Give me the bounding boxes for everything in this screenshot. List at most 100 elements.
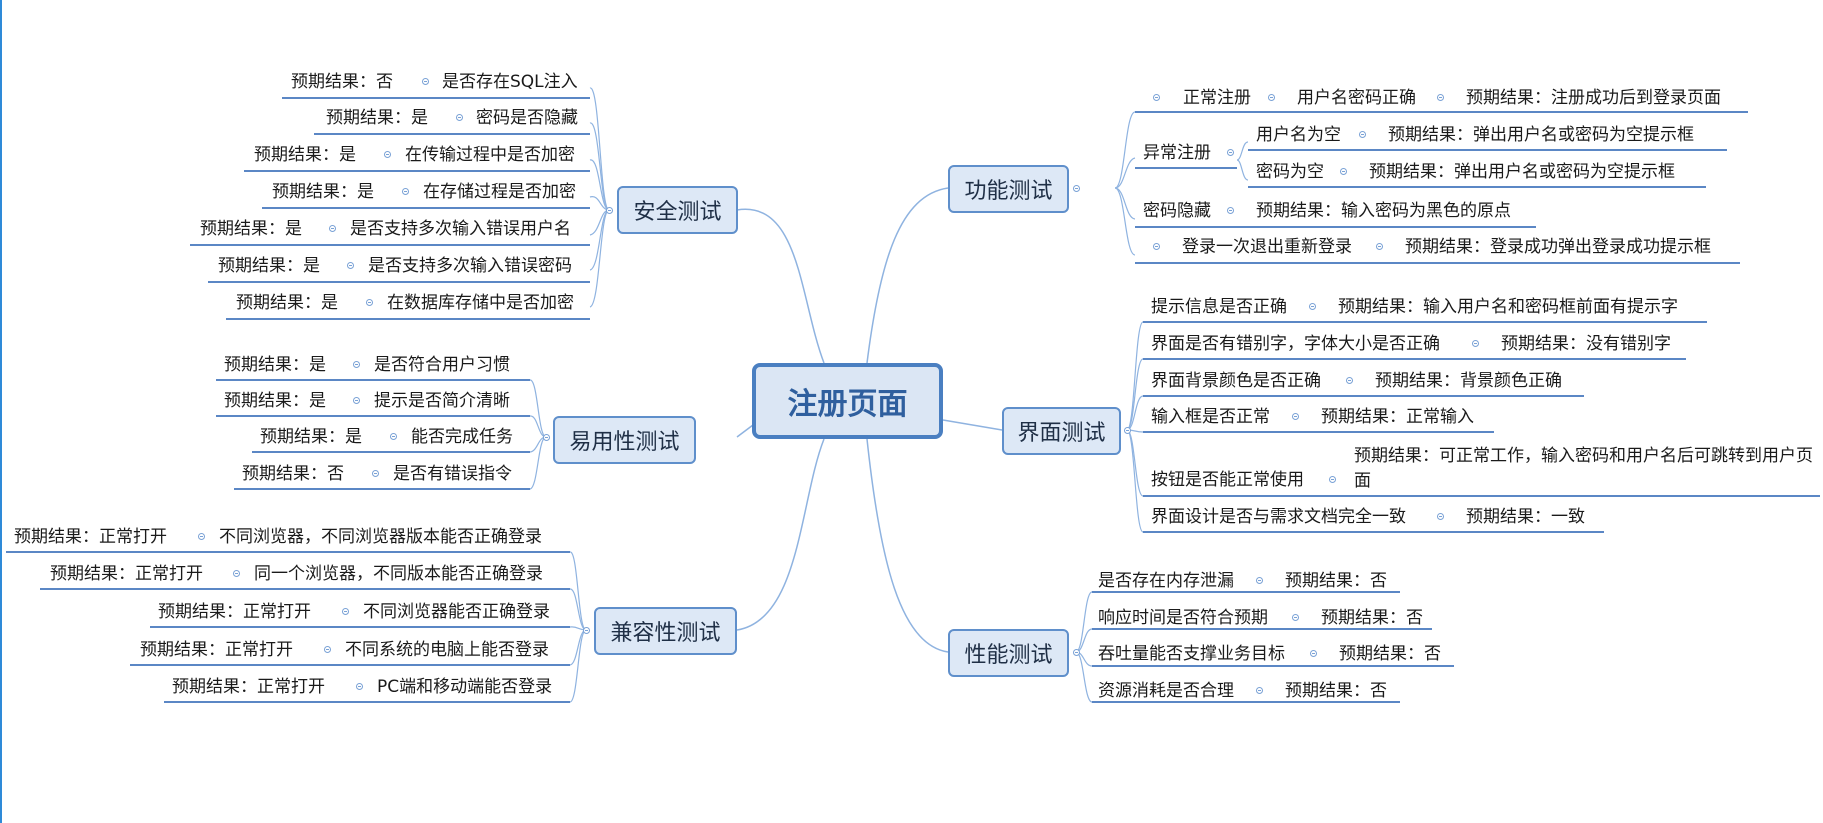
compat-item-4: PC端和移动端能否登录 — [377, 677, 553, 697]
security-item-0: 是否存在SQL注入 — [442, 72, 578, 92]
collapse-toggle-icon[interactable] — [324, 646, 331, 653]
collapse-toggle-icon[interactable] — [390, 433, 397, 440]
security-result-0: 预期结果：否 — [291, 72, 393, 92]
collapse-toggle-icon[interactable] — [456, 114, 463, 121]
collapse-toggle-icon[interactable] — [1472, 340, 1479, 347]
collapse-toggle-icon[interactable] — [1309, 303, 1316, 310]
performance-item-3: 资源消耗是否合理 — [1098, 681, 1234, 701]
collapse-toggle-icon[interactable] — [366, 299, 373, 306]
collapse-toggle-icon[interactable] — [606, 207, 613, 214]
collapse-toggle-icon[interactable] — [1227, 207, 1234, 214]
collapse-toggle-icon[interactable] — [384, 151, 391, 158]
collapse-toggle-icon[interactable] — [1376, 243, 1383, 250]
function-relogin-result: 预期结果：登录成功弹出登录成功提示框 — [1405, 237, 1711, 257]
collapse-toggle-icon[interactable] — [1359, 131, 1366, 138]
performance-result-3: 预期结果：否 — [1285, 681, 1387, 701]
function-hide-result: 预期结果：输入密码为黑色的原点 — [1256, 201, 1511, 221]
window-left-edge — [0, 0, 2, 823]
performance-item-0: 是否存在内存泄漏 — [1098, 571, 1234, 591]
collapse-toggle-icon[interactable] — [1268, 94, 1275, 101]
usability-result-3: 预期结果：否 — [242, 464, 344, 484]
collapse-toggle-icon[interactable] — [1124, 427, 1131, 434]
interface-item-1: 界面是否有错别字，字体大小是否正确 — [1151, 334, 1440, 354]
collapse-toggle-icon[interactable] — [1292, 614, 1299, 621]
interface-item-5: 界面设计是否与需求文档完全一致 — [1151, 507, 1406, 527]
function-normal-label: 正常注册 — [1183, 88, 1251, 108]
root-node[interactable]: 注册页面 — [752, 363, 943, 439]
compat-result-4: 预期结果：正常打开 — [172, 677, 325, 697]
collapse-toggle-icon[interactable] — [1340, 168, 1347, 175]
usability-item-3: 是否有错误指令 — [393, 464, 512, 484]
collapse-toggle-icon[interactable] — [356, 683, 363, 690]
collapse-toggle-icon[interactable] — [1292, 413, 1299, 420]
collapse-toggle-icon[interactable] — [422, 78, 429, 85]
branch-function[interactable]: 功能测试 — [948, 165, 1069, 213]
function-abnormal-item-1: 密码为空 — [1256, 162, 1324, 182]
compat-item-3: 不同系统的电脑上能否登录 — [345, 640, 549, 660]
collapse-toggle-icon[interactable] — [372, 470, 379, 477]
security-item-5: 是否支持多次输入错误密码 — [368, 256, 572, 276]
interface-item-0: 提示信息是否正确 — [1151, 297, 1287, 317]
compat-result-2: 预期结果：正常打开 — [158, 602, 311, 622]
collapse-toggle-icon[interactable] — [1256, 687, 1263, 694]
compat-item-2: 不同浏览器能否正确登录 — [363, 602, 550, 622]
collapse-toggle-icon[interactable] — [1073, 185, 1080, 192]
interface-result-3: 预期结果：正常输入 — [1321, 407, 1474, 427]
function-normal-result: 预期结果：注册成功后到登录页面 — [1466, 88, 1721, 108]
interface-result-2: 预期结果：背景颜色正确 — [1375, 371, 1562, 391]
security-result-4: 预期结果：是 — [200, 219, 302, 239]
function-hide-label: 密码隐藏 — [1143, 201, 1211, 221]
usability-item-0: 是否符合用户习惯 — [374, 355, 510, 375]
collapse-toggle-icon[interactable] — [1227, 149, 1234, 156]
function-relogin-label: 登录一次退出重新登录 — [1182, 237, 1352, 257]
collapse-toggle-icon[interactable] — [347, 262, 354, 269]
collapse-toggle-icon[interactable] — [1073, 649, 1080, 656]
collapse-toggle-icon[interactable] — [353, 361, 360, 368]
performance-result-0: 预期结果：否 — [1285, 571, 1387, 591]
function-normal-sub: 用户名密码正确 — [1297, 88, 1416, 108]
performance-result-1: 预期结果：否 — [1321, 608, 1423, 628]
collapse-toggle-icon[interactable] — [402, 188, 409, 195]
collapse-toggle-icon[interactable] — [198, 533, 205, 540]
function-abnormal-result-1: 预期结果：弹出用户名或密码为空提示框 — [1369, 162, 1675, 182]
interface-result-4: 预期结果：可正常工作，输入密码和用户名后可跳转到用户页面 — [1354, 446, 1813, 491]
security-item-2: 在传输过程中是否加密 — [405, 145, 575, 165]
usability-result-2: 预期结果：是 — [260, 427, 362, 447]
branch-usability[interactable]: 易用性测试 — [553, 416, 696, 464]
collapse-toggle-icon[interactable] — [1153, 94, 1160, 101]
security-item-4: 是否支持多次输入错误用户名 — [350, 219, 571, 239]
collapse-toggle-icon[interactable] — [583, 627, 590, 634]
usability-item-2: 能否完成任务 — [411, 427, 513, 447]
collapse-toggle-icon[interactable] — [1153, 243, 1160, 250]
branch-security[interactable]: 安全测试 — [617, 186, 738, 234]
compat-item-1: 同一个浏览器，不同版本能否正确登录 — [254, 564, 543, 584]
collapse-toggle-icon[interactable] — [1256, 577, 1263, 584]
compat-result-0: 预期结果：正常打开 — [14, 527, 167, 547]
compat-result-3: 预期结果：正常打开 — [140, 640, 293, 660]
branch-performance[interactable]: 性能测试 — [948, 629, 1069, 677]
collapse-toggle-icon[interactable] — [1437, 94, 1444, 101]
branch-interface[interactable]: 界面测试 — [1002, 407, 1121, 455]
collapse-toggle-icon[interactable] — [1329, 476, 1336, 483]
compat-result-1: 预期结果：正常打开 — [50, 564, 203, 584]
security-item-6: 在数据库存储中是否加密 — [387, 293, 574, 313]
performance-item-2: 吞吐量能否支撑业务目标 — [1098, 644, 1285, 664]
usability-result-0: 预期结果：是 — [224, 355, 326, 375]
interface-item-3: 输入框是否正常 — [1151, 407, 1270, 427]
collapse-toggle-icon[interactable] — [233, 570, 240, 577]
collapse-toggle-icon[interactable] — [1310, 650, 1317, 657]
function-abnormal-label: 异常注册 — [1143, 143, 1211, 163]
collapse-toggle-icon[interactable] — [543, 434, 550, 441]
usability-item-1: 提示是否简介清晰 — [374, 391, 510, 411]
collapse-toggle-icon[interactable] — [1437, 513, 1444, 520]
performance-item-1: 响应时间是否符合预期 — [1098, 608, 1268, 628]
interface-result-0: 预期结果：输入用户名和密码框前面有提示字 — [1338, 297, 1678, 317]
function-abnormal-item-0: 用户名为空 — [1256, 125, 1341, 145]
collapse-toggle-icon[interactable] — [342, 608, 349, 615]
interface-item-2: 界面背景颜色是否正确 — [1151, 371, 1321, 391]
branch-compatibility[interactable]: 兼容性测试 — [594, 607, 737, 655]
collapse-toggle-icon[interactable] — [353, 397, 360, 404]
collapse-toggle-icon[interactable] — [1346, 377, 1353, 384]
usability-result-1: 预期结果：是 — [224, 391, 326, 411]
collapse-toggle-icon[interactable] — [329, 225, 336, 232]
